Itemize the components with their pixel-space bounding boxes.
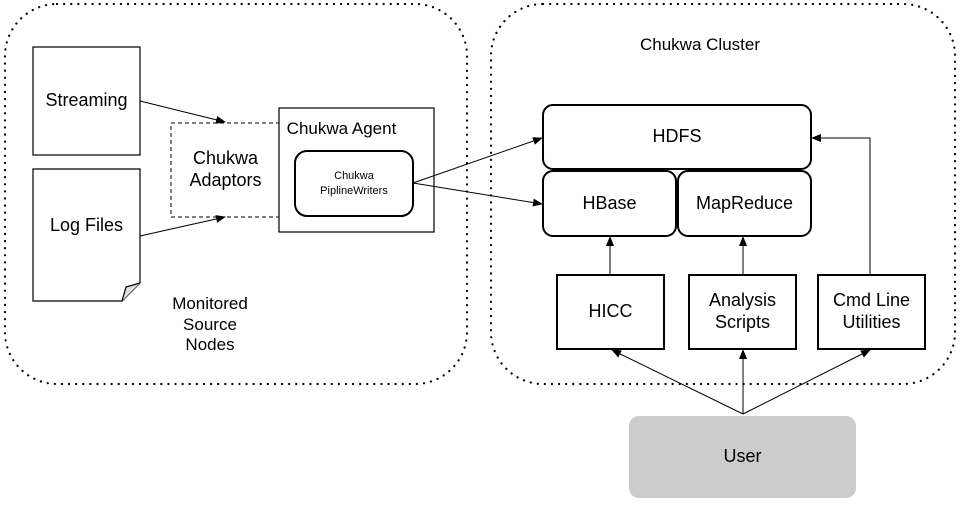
monitored-nodes-label: Monitored Source Nodes — [172, 294, 248, 355]
cmd-line-utilities-label: Cmd Line Utilities — [832, 290, 911, 332]
logfiles-to-adaptors-arrow — [139, 215, 226, 237]
agent-title: Chukwa Agent — [286, 118, 397, 138]
log-files-label: Log Files — [49, 215, 124, 236]
cmdline-to-hdfs-arrow — [811, 134, 871, 275]
user-box — [629, 416, 856, 498]
streaming-to-adaptors-arrow — [139, 100, 226, 124]
adaptors-box — [170, 122, 281, 218]
streaming-label: Streaming — [45, 90, 128, 111]
hdfs-label: HDFS — [652, 126, 702, 147]
user-to-hicc-arrow — [611, 349, 744, 415]
chukwa-cluster-region — [489, 2, 957, 386]
adaptors-label: Chukwa Adaptors — [189, 148, 262, 190]
pipeline-writers-label: Chukwa PiplineWriters — [320, 170, 388, 197]
analysis-scripts-label: Analysis Scripts — [708, 290, 777, 332]
streaming-box — [32, 46, 141, 156]
log-files-page-fold — [121, 282, 141, 302]
hicc-label: HICC — [588, 301, 633, 322]
cmd-line-utilities-box — [817, 274, 926, 350]
hbase-label: HBase — [582, 192, 637, 213]
user-label: User — [723, 446, 762, 467]
user-to-cmdline-arrow — [742, 349, 871, 415]
writers-to-hdfs-arrow — [412, 137, 543, 184]
mapreduce-label: MapReduce — [695, 192, 794, 213]
writers-to-hbase-arrow — [412, 182, 543, 207]
chukwa-cluster-label: Chukwa Cluster — [640, 34, 760, 54]
